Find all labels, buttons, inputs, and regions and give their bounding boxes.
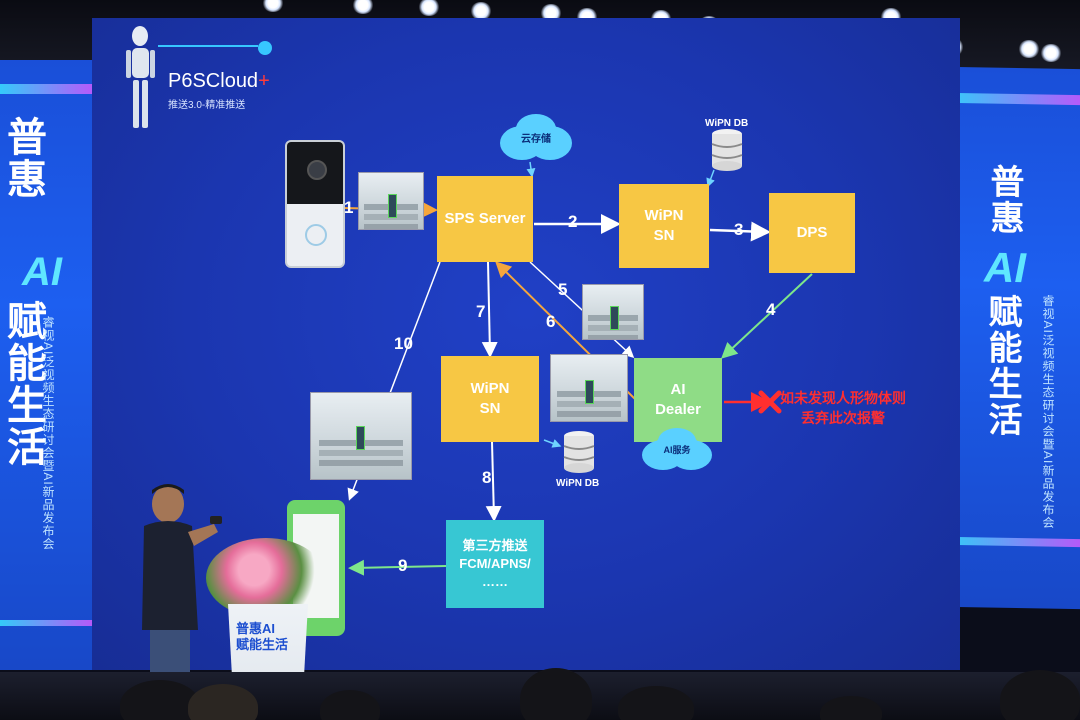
slide-subtitle: 推送3.0-精准推送 (168, 100, 246, 111)
audience-head (320, 690, 380, 720)
step-number-2: 2 (568, 212, 578, 231)
step-number-4: 4 (766, 300, 776, 319)
warning-line: 丢弃此次报警 (801, 410, 885, 426)
arrow-db-mid-link (543, 439, 562, 448)
box-label: FCM/APNS/ (459, 556, 531, 571)
arrow-db-top-link (706, 169, 715, 188)
banner-subtitle: 睿视AI泛视频生态研讨会暨AI新品发布会 (41, 316, 55, 551)
database-icon (711, 129, 743, 171)
audience-head (520, 668, 592, 720)
snapshot-thumbnail (550, 354, 628, 422)
step-number-9: 9 (398, 556, 408, 575)
box-label: WiPN (644, 207, 684, 224)
discard-warning-text: 如未发现人形物体则 丢弃此次报警 (780, 388, 906, 428)
arrow-step-7 (481, 261, 498, 358)
step-number-6: 6 (546, 312, 556, 331)
robot-logo-icon (126, 26, 272, 128)
arrow-step-4 (721, 273, 813, 359)
box-label: Dealer (655, 401, 701, 418)
spotlight (352, 0, 374, 14)
arrow-step-5 (529, 261, 635, 359)
arrow-step-9 (348, 559, 447, 576)
ai-dealer-box: AI Dealer (634, 358, 722, 442)
audience-head (820, 696, 882, 720)
wipn-sn-mid-box: WiPN SN (441, 356, 539, 442)
box-label: SN (479, 400, 501, 417)
left-event-banner: 普惠 AI 赋能生活 睿视AI泛视频生态研讨会暨AI新品发布会 (0, 60, 92, 670)
spotlight (1040, 44, 1062, 62)
podium-logo-line1: 普惠AI (236, 621, 276, 636)
box-label: WiPN (470, 380, 510, 397)
snapshot-thumbnail (582, 284, 644, 340)
audience (0, 668, 1080, 720)
spotlight (418, 0, 440, 16)
step-number-10: 10 (394, 334, 413, 353)
arrow-step-8 (485, 441, 502, 522)
dps-box: DPS (769, 193, 855, 273)
banner-stripe (0, 84, 92, 94)
db-mid-label: WiPN DB (556, 478, 600, 489)
box-label: AI (670, 381, 686, 398)
banner-title: 普惠 (1, 116, 45, 200)
doorbell-device-icon (287, 142, 343, 266)
audience-head (120, 680, 200, 720)
audience-head (188, 684, 258, 720)
box-label: SN (653, 227, 675, 244)
title-plus: + (258, 70, 270, 92)
banner-slogan: 赋能生活 (1, 300, 45, 468)
step-number-3: 3 (734, 220, 744, 239)
wipn-sn-top-box: WiPN SN (619, 184, 709, 268)
slide-title: P6SCloud+ (168, 70, 270, 93)
audience-head (1000, 670, 1080, 720)
step-number-5: 5 (558, 280, 568, 299)
db-top-label: WiPN DB (705, 118, 749, 129)
cloud-label: AI服务 (663, 444, 691, 455)
ai-service-cloud-icon: AI服务 (654, 432, 700, 466)
box-label: SPS Server (444, 210, 526, 227)
box-label: …… (482, 574, 508, 589)
spotlight (540, 4, 562, 22)
cloud-label: 云存储 (521, 133, 551, 145)
podium-logo-line2: 赋能生活 (236, 637, 289, 652)
banner-stripe (0, 620, 92, 626)
arrow-cloud-link (526, 161, 536, 178)
cloud-storage-icon: 云存储 (512, 118, 560, 156)
warning-line: 如未发现人形物体则 (780, 390, 906, 406)
spotlight (470, 2, 492, 20)
step-number-8: 8 (482, 468, 492, 487)
banner-ai-logo: AI (22, 250, 62, 294)
database-icon (563, 431, 595, 473)
spotlight (1018, 40, 1040, 58)
audience-head (618, 686, 694, 720)
spotlight (262, 0, 284, 12)
box-label: 第三方推送 (462, 538, 528, 553)
snapshot-thumbnail (358, 172, 424, 230)
sps-server-box: SPS Server (437, 176, 533, 262)
discard-x-icon (758, 390, 782, 414)
third-party-push-box: 第三方推送 FCM/APNS/ …… (446, 520, 544, 608)
step-number-7: 7 (476, 302, 486, 321)
step-number-1: 1 (344, 198, 354, 217)
arrow-step-3 (709, 221, 771, 242)
title-text: P6SCloud (168, 70, 259, 92)
snapshot-thumbnail-detected (310, 392, 412, 480)
box-label: DPS (796, 224, 828, 241)
